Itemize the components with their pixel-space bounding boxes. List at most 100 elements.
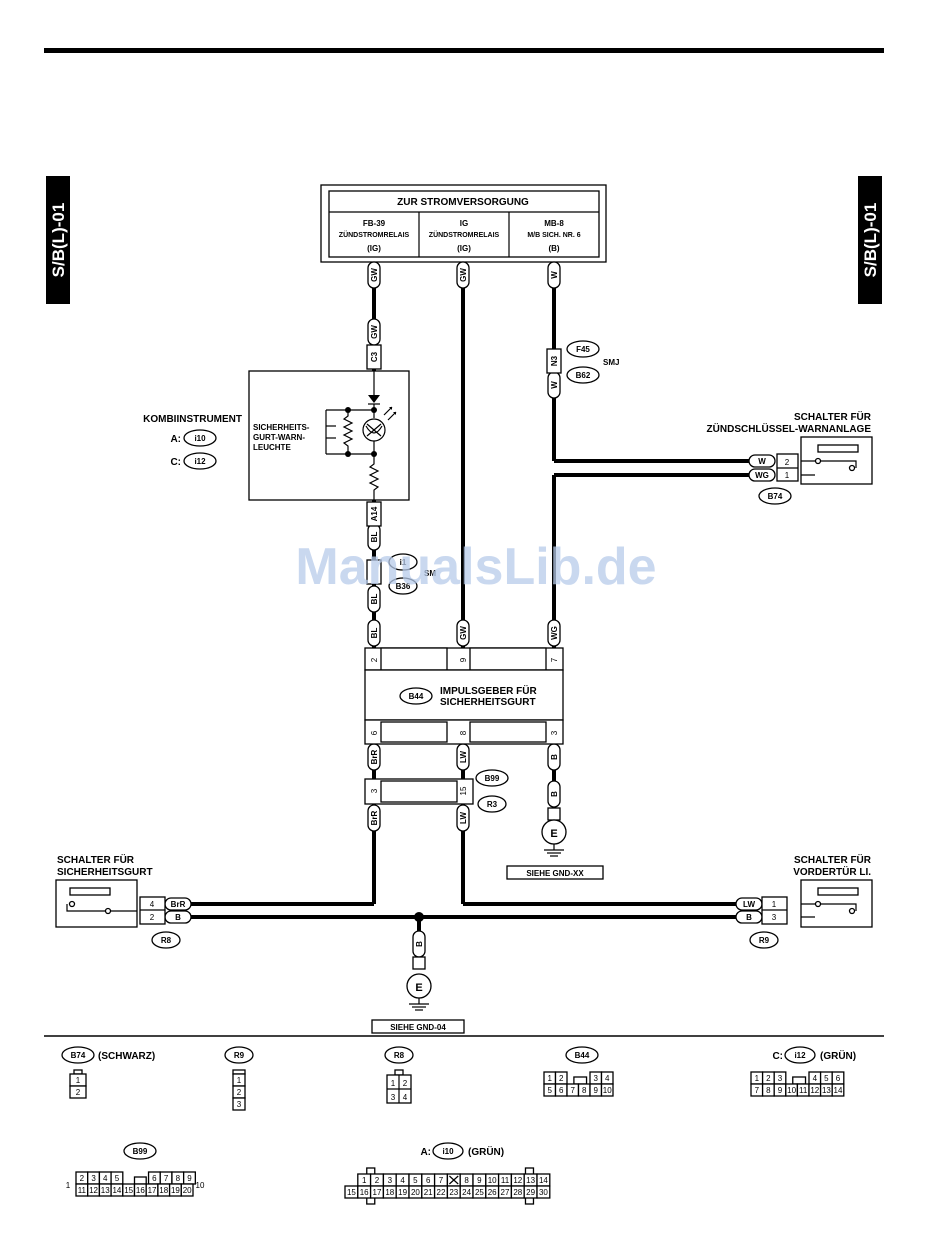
connector-legend: B74 (SCHWARZ) 1 2 R9 1 2 3 R8 1 2 3 4 B4… — [61, 1046, 856, 1205]
wire-mark-gw: GW — [370, 268, 379, 282]
smj-label: SMJ — [603, 358, 619, 367]
splice-point — [414, 912, 424, 922]
legend-b99-pin: 6 — [152, 1174, 157, 1183]
r3-label: R3 — [487, 800, 498, 809]
legend-b99-pin: 17 — [148, 1186, 157, 1195]
power-supply-box: ZUR STROMVERSORGUNG FB-39 ZÜNDSTROMRELAI… — [320, 184, 607, 263]
door-switch-label-2: VORDERTÜR LI. — [793, 865, 871, 878]
legend-i12-pin: 4 — [813, 1074, 818, 1083]
lamp-label-3: LEUCHTE — [253, 443, 291, 452]
kombiinstrument: SICHERHEITS- GURT-WARN- LEUCHTE — [248, 370, 410, 501]
legend-i10-pin: 21 — [424, 1188, 433, 1197]
legend-i12-color: (GRÜN) — [820, 1049, 856, 1062]
legend-i12-code: i12 — [794, 1051, 806, 1060]
legend-r8-pin: 3 — [391, 1093, 396, 1102]
sm-label: SM — [424, 569, 436, 578]
pin-r9-3: 3 — [772, 913, 777, 922]
legend-i12-pin: 11 — [799, 1086, 808, 1095]
legend-i10-pin: 30 — [539, 1188, 548, 1197]
wire-mark-brr: BrR — [370, 749, 379, 764]
legend-i10-cell — [536, 1185, 551, 1199]
legend-i10-pin: 12 — [513, 1176, 522, 1185]
legend-i12-key-cell — [792, 1076, 807, 1085]
legend-b44-pin: 5 — [548, 1086, 553, 1095]
legend-b44-pin: 7 — [571, 1086, 576, 1095]
legend-b99-pin: 11 — [78, 1186, 87, 1195]
pin-c3: C3 — [370, 351, 379, 362]
b62-label: B62 — [576, 371, 591, 380]
seat-belt-switch: SCHALTER FÜR SICHERHEITSGURT 4 2 R8 — [55, 853, 181, 949]
legend-b99-pin: 1 — [66, 1181, 71, 1190]
legend-b99-pin: 3 — [91, 1174, 96, 1183]
wire-mark-bl: BL — [370, 532, 379, 543]
right-page-tab: S/B(L)-01 — [858, 176, 882, 304]
diode-icon — [368, 395, 380, 403]
pin-r9-1: 1 — [772, 900, 777, 909]
legend-b99-pin: 5 — [115, 1174, 120, 1183]
legend-b99-pin: 10 — [196, 1181, 205, 1190]
b36-label: B36 — [396, 582, 411, 591]
pin-a14: A14 — [370, 506, 379, 521]
resistor-icon — [368, 460, 380, 500]
legend-b44-key-cell — [573, 1076, 588, 1085]
legend-i10-pin: 17 — [373, 1188, 382, 1197]
power-col3-name: MB-8 — [544, 219, 564, 228]
legend-r8-code: R8 — [394, 1051, 405, 1060]
front-door-switch: SCHALTER FÜR VORDERTÜR LI. 1 3 R9 — [749, 853, 873, 949]
legend-i10-pin: 10 — [488, 1176, 497, 1185]
power-supply-title: ZUR STROMVERSORGUNG — [397, 197, 529, 208]
legend-i10-pin: 9 — [477, 1176, 482, 1185]
legend-i10-pin: 13 — [526, 1176, 535, 1185]
legend-i12-pin: 1 — [755, 1074, 760, 1083]
key-warning-switch: SCHALTER FÜR ZÜNDSCHLÜSSEL-WARNANLAGE 2 … — [707, 410, 873, 505]
wire-mark-w: W — [550, 381, 559, 389]
legend-b99-pin: 9 — [187, 1174, 192, 1183]
legend-i12-pin: 6 — [836, 1074, 841, 1083]
legend-r9-pin: 1 — [237, 1076, 242, 1085]
gnd-04-label: SIEHE GND-04 — [390, 1023, 446, 1032]
wires — [190, 262, 752, 968]
legend-i10-pin: 15 — [347, 1188, 356, 1197]
kombi-a-conn: i10 — [194, 434, 206, 443]
legend-b74-code: B74 — [71, 1051, 86, 1060]
legend-b99-pin: 18 — [159, 1186, 168, 1195]
legend-r9-code: R9 — [234, 1051, 245, 1060]
legend-b44-pin: 9 — [594, 1086, 599, 1095]
wire-mark-b: B — [550, 791, 559, 797]
kombi-label: KOMBIINSTRUMENT — [143, 414, 242, 425]
ground-e-label: E — [550, 828, 557, 840]
belt-switch-label-1: SCHALTER FÜR — [57, 853, 135, 866]
pin-r8-4: 4 — [150, 900, 155, 909]
lamp-label-2: GURT-WARN- — [253, 433, 305, 442]
power-col2-sub: ZÜNDSTROMRELAIS — [429, 230, 500, 239]
legend-i12-pin: 2 — [766, 1074, 771, 1083]
power-col2-circuit: (IG) — [457, 244, 471, 253]
legend-i10-pin: 23 — [449, 1188, 458, 1197]
power-col1-sub: ZÜNDSTROMRELAIS — [339, 230, 410, 239]
wire-mark-gw: GW — [370, 325, 379, 339]
legend-b74-pin: 1 — [76, 1076, 81, 1085]
smj-junction: F45 B62 SMJ — [566, 340, 619, 384]
sm-junction: i1 B36 SM — [366, 553, 436, 595]
wire-mark-w: W — [758, 457, 766, 466]
legend-b44-pin: 3 — [594, 1074, 599, 1083]
legend-b99-pin: 12 — [89, 1186, 98, 1195]
legend-i12-pin: 8 — [766, 1086, 771, 1095]
r8-label: R8 — [161, 936, 172, 945]
legend-i12-prefix: C: — [772, 1051, 783, 1062]
power-col1-circuit: (IG) — [367, 244, 381, 253]
key-switch-label-1: SCHALTER FÜR — [794, 410, 872, 423]
legend-i10-pin: 25 — [475, 1188, 484, 1197]
wire-mark-gw: GW — [459, 626, 468, 640]
b99-r3-connector: 3 15 B99 R3 — [364, 769, 509, 813]
legend-b44-pin: 8 — [582, 1086, 587, 1095]
left-page-tab: S/B(L)-01 — [46, 176, 70, 304]
wire-mark-b: B — [175, 913, 181, 922]
top-rule — [44, 48, 884, 53]
kombi-c-prefix: C: — [170, 457, 181, 468]
legend-i10-pin: 4 — [400, 1176, 405, 1185]
legend-i10-pin: 8 — [464, 1176, 469, 1185]
f45-label: F45 — [576, 345, 590, 354]
legend-r8-pin: 2 — [403, 1079, 408, 1088]
legend-b44-pin: 4 — [605, 1074, 610, 1083]
